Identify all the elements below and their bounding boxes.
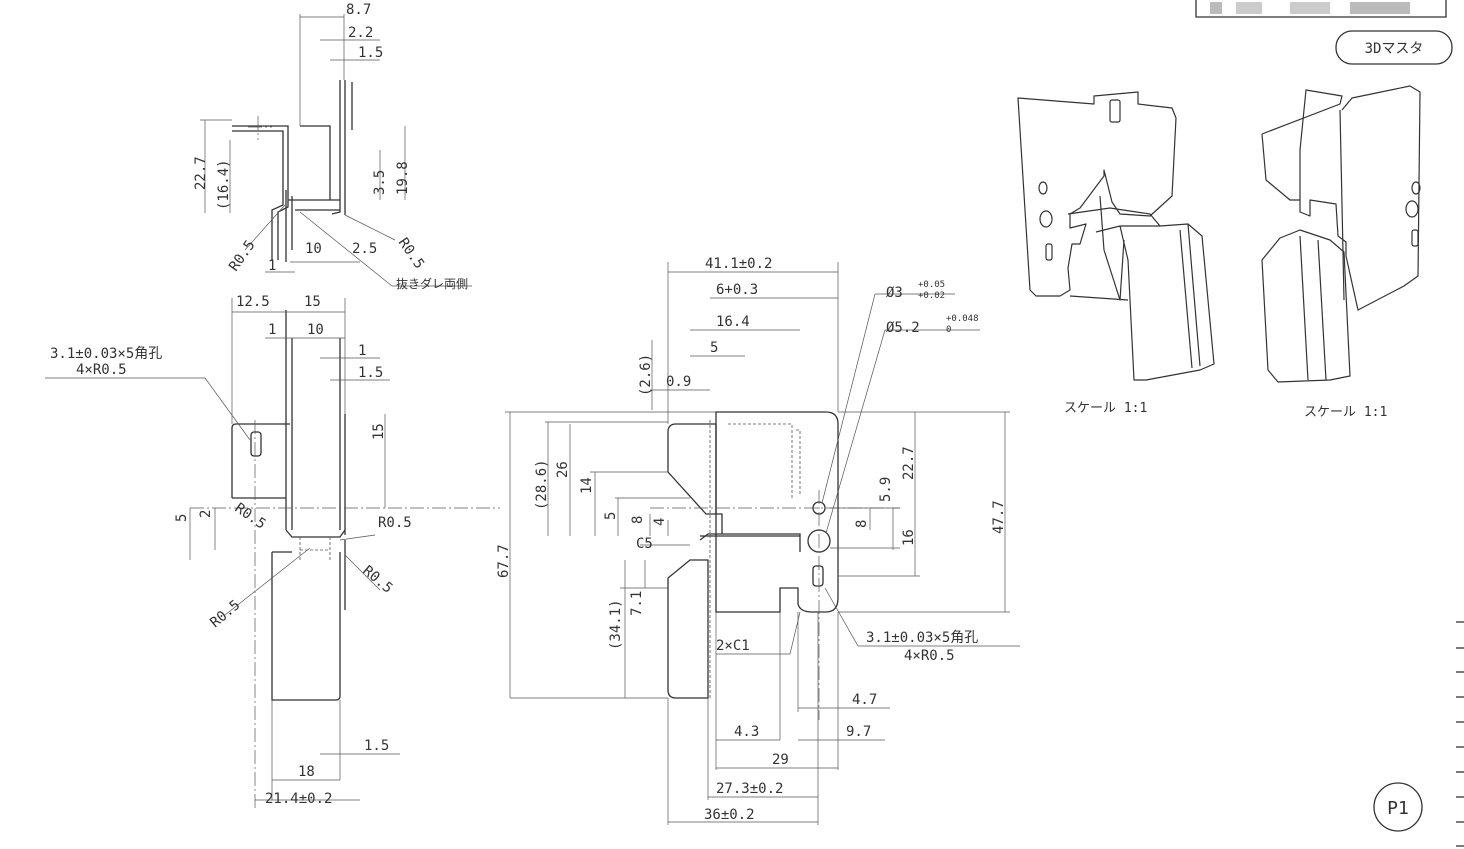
top-dim-2-2: 2.2 — [348, 25, 373, 41]
hole-b-size: Ø5.2 — [886, 320, 920, 336]
front-dim-36: 36±0.2 — [704, 807, 755, 823]
slot-hole — [812, 565, 824, 587]
front-view: 41.1±0.2 6+0.3 16.4 5 (2.6) 0.9 Ø3 +0.05… — [496, 256, 1020, 825]
iso-view-left: スケール 1:1 — [1017, 91, 1215, 416]
front-dim-16: 16 — [901, 529, 917, 546]
side-dim-r0-5-a: R0.5 — [232, 500, 269, 532]
hole-b-tol-upper: +0.048 — [946, 314, 979, 324]
side-dim-18: 18 — [298, 764, 315, 780]
front-dim-0-9: 0.9 — [666, 374, 691, 390]
side-dim-r0-5-b: R0.5 — [378, 515, 412, 531]
scale-label-right: スケール 1:1 — [1304, 405, 1387, 420]
front-dim-9-7: 9.7 — [846, 724, 871, 740]
front-dim-34-1: (34.1) — [608, 599, 624, 650]
side-view: 12.5 15 1 10 1 1.5 3.1±0.03×5角孔 4×R0.5 1… — [45, 294, 500, 810]
side-dim-2: 2 — [198, 510, 214, 518]
top-dim-2-5: 2.5 — [352, 241, 377, 257]
front-hole-radius: 4×R0.5 — [904, 648, 955, 664]
front-dim-c5: C5 — [636, 536, 653, 552]
top-dim-1: 1 — [268, 258, 276, 274]
side-dim-1: 1 — [358, 343, 366, 359]
front-dim-47-7: 47.7 — [991, 500, 1007, 534]
side-dim-15-vert: 15 — [371, 423, 387, 440]
front-dim-67-7: 67.7 — [496, 544, 512, 578]
front-dim-2-6: (2.6) — [638, 354, 654, 396]
side-dim-10: 10 — [307, 322, 324, 338]
front-dim-16-4: 16.4 — [716, 314, 750, 330]
top-dim-10: 10 — [305, 241, 322, 257]
side-dim-1-5-bottom: 1.5 — [364, 738, 389, 754]
front-hole-spec: 3.1±0.03×5角孔 — [866, 630, 978, 646]
master-badge: 3Dマスタ — [1365, 41, 1424, 57]
side-hole-radius: 4×R0.5 — [76, 362, 127, 378]
edge-ticks — [1456, 621, 1464, 847]
side-hole-spec: 3.1±0.03×5角孔 — [50, 346, 162, 362]
top-dim-22-7: 22.7 — [193, 156, 209, 190]
page-mark: P1 — [1373, 782, 1423, 832]
front-dim-5-9: 5.9 — [878, 477, 894, 502]
front-dim-4-7: 4.7 — [852, 692, 877, 708]
top-dim-r0-5-right: R0.5 — [395, 235, 427, 272]
side-dim-r0-5-c: R0.5 — [207, 597, 243, 631]
top-dim-r0-5-left: R0.5 — [226, 237, 258, 274]
top-dim-16-4: (16.4) — [216, 159, 232, 210]
front-dim-4-3: 4.3 — [734, 724, 759, 740]
front-dim-29: 29 — [772, 752, 789, 768]
front-dim-26: 26 — [555, 461, 571, 478]
front-dim-14: 14 — [579, 477, 595, 494]
top-dim-8-7: 8.7 — [346, 2, 371, 18]
title-block: 3Dマスタ — [1195, 0, 1453, 65]
side-dim-r0-5-d: R0.5 — [359, 563, 395, 597]
front-dim-6: 6+0.3 — [716, 282, 758, 298]
page-number: P1 — [1387, 798, 1409, 819]
hole-a-size: Ø3 — [886, 285, 903, 301]
hole-a-tol-upper: +0.05 — [918, 280, 945, 290]
side-dim-5: 5 — [174, 514, 190, 522]
front-dim-27-3: 27.3±0.2 — [716, 781, 783, 797]
front-dim-8-left: 8 — [630, 516, 646, 524]
scale-label-left: スケール 1:1 — [1064, 401, 1147, 416]
front-dim-7-1: 7.1 — [629, 591, 645, 616]
top-dim-19-8: 19.8 — [395, 161, 411, 195]
front-dim-2xc1: 2×C1 — [716, 638, 750, 654]
front-dim-22-7: 22.7 — [901, 446, 917, 480]
hole-a-tol-lower: +0.02 — [918, 291, 945, 301]
top-dim-1-5: 1.5 — [358, 45, 383, 61]
side-dim-15: 15 — [304, 294, 321, 310]
side-dim-1-top: 1 — [268, 322, 276, 338]
top-note-burr: 抜きダレ両側 — [396, 276, 468, 291]
top-view: 8.7 2.2 1.5 22.7 (16.4) 3.5 19.8 R0.5 10… — [193, 2, 472, 291]
top-dim-3-5: 3.5 — [372, 170, 388, 195]
master-badge-frame — [1335, 30, 1453, 65]
side-dim-1-5-top: 1.5 — [358, 365, 383, 381]
side-dim-21-4: 21.4±0.2 — [265, 791, 332, 807]
side-dim-12-5: 12.5 — [236, 294, 270, 310]
iso-view-right: スケール 1:1 — [1261, 85, 1421, 420]
front-dim-5-top: 5 — [710, 340, 718, 356]
front-dim-8-right: 8 — [854, 520, 870, 528]
front-dim-41-1: 41.1±0.2 — [705, 256, 772, 272]
hole-b-tol-lower: 0 — [946, 325, 951, 335]
front-dim-4: 4 — [652, 518, 668, 526]
front-dim-28-6: (28.6) — [534, 459, 550, 510]
front-dim-5-left: 5 — [603, 512, 619, 520]
